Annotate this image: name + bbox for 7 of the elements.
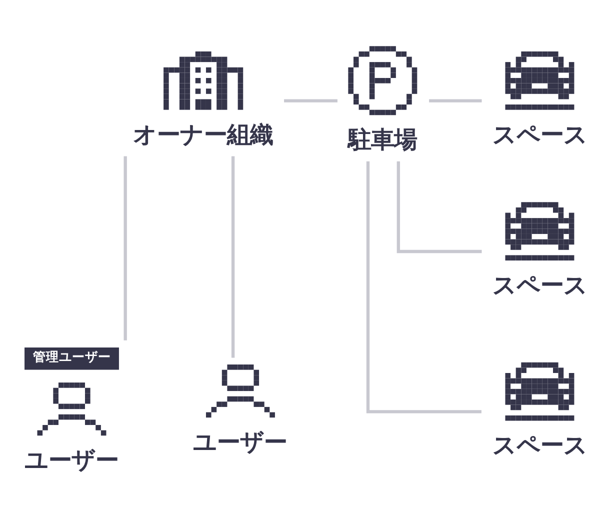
node-label: ユーザー (192, 428, 287, 456)
node-label: ユーザー (24, 446, 118, 474)
node-label: スペース (492, 430, 587, 459)
node-label: 駐車場 (348, 125, 417, 154)
node-text: オーナー組織 (132, 120, 272, 148)
node-label: スペース (492, 120, 587, 148)
node-label: スペース (492, 270, 587, 298)
